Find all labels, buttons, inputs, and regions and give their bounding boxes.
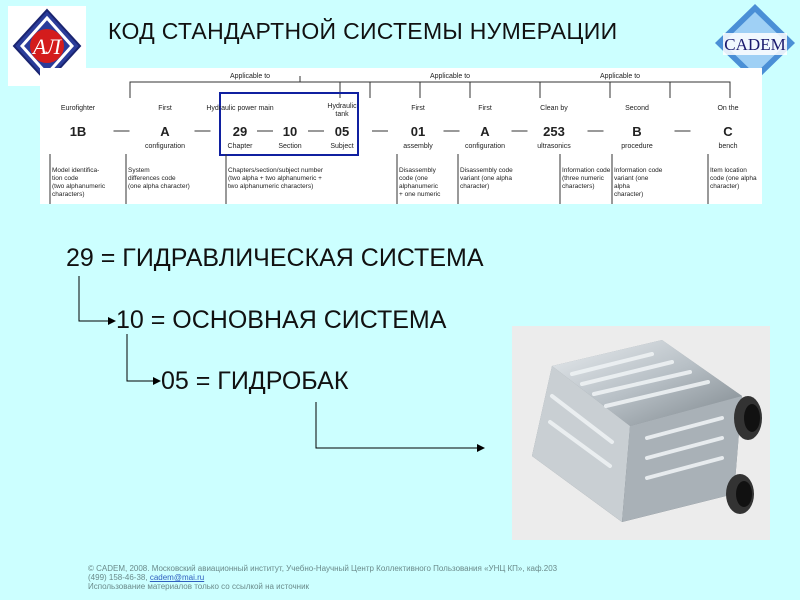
column-description: (two alphanumeric — [52, 183, 106, 190]
footer-phone: (499) 158-46-38, — [88, 573, 150, 582]
logo-right-text: CADEM — [724, 35, 785, 54]
column-description: Model identifica- — [52, 167, 99, 174]
column-top-label: Eurofighter — [61, 105, 96, 112]
column-code: C — [723, 124, 733, 139]
column-description: character) — [614, 191, 643, 198]
column-description: + one numeric — [399, 191, 441, 198]
footer-line-1: © CADEM, 2008. Московский авиационный ин… — [88, 564, 558, 573]
column-sub-label: configuration — [145, 143, 185, 150]
column-code: B — [632, 124, 641, 139]
column-description: (two alpha + two alphanumeric + — [228, 175, 322, 182]
column-sub-label: Chapter — [228, 143, 254, 150]
column-description: Information code — [614, 167, 663, 174]
column-top-label: tank — [335, 111, 349, 118]
line-main-system: 10 = ОСНОВНАЯ СИСТЕМА — [116, 306, 447, 334]
group-label: Applicable to — [600, 73, 640, 80]
arrow-1 — [78, 276, 116, 325]
column-top-label: First — [478, 105, 492, 112]
line-hydro-tank: 05 = ГИДРОБАК — [161, 367, 349, 395]
column-top-label: First — [158, 105, 172, 112]
column-top-label: Clean by — [540, 105, 568, 112]
column-description: two alphanumeric characters) — [228, 183, 313, 190]
highlight-box — [219, 92, 359, 156]
column-code: 10 — [283, 124, 297, 139]
column-description: differences code — [128, 175, 176, 182]
footer-copyright: © CADEM, 2008. Московский авиационный ин… — [88, 564, 557, 591]
arrow-2 — [126, 334, 161, 385]
column-description: Disassembly code — [460, 167, 513, 174]
column-top-label: First — [411, 105, 425, 112]
column-description: Item location — [710, 167, 747, 174]
column-sub-label: ultrasonics — [537, 143, 571, 150]
group-label: Applicable to — [430, 73, 470, 80]
column-top-label: Second — [625, 105, 649, 112]
column-description: characters) — [52, 191, 85, 198]
column-description: Information code — [562, 167, 611, 174]
arrow-3 — [315, 402, 485, 452]
column-description: (three numeric — [562, 175, 605, 182]
logo-left-text: АЛ — [31, 34, 62, 59]
footer-email-link[interactable]: cadem@mai.ru — [149, 573, 205, 582]
column-description: System — [128, 167, 150, 174]
column-description: code (one alpha — [710, 175, 757, 182]
cadem-logo: CADEM — [713, 2, 797, 84]
column-description: Disassembly — [399, 167, 437, 174]
column-code: 01 — [411, 124, 425, 139]
group-label: Applicable to — [230, 73, 270, 80]
column-description: alphanumeric — [399, 183, 439, 190]
column-description: alpha — [614, 183, 630, 190]
hydraulic-tank-photo — [512, 326, 770, 540]
column-sub-label: configuration — [465, 143, 505, 150]
column-description: Chapters/section/subject number — [228, 167, 324, 174]
column-description: code (one — [399, 175, 428, 182]
column-code: A — [480, 124, 490, 139]
column-sub-label: Subject — [330, 143, 353, 150]
column-sub-label: bench — [718, 143, 737, 150]
column-description: characters) — [562, 183, 595, 190]
column-sub-label: Section — [278, 143, 301, 150]
line-hydraulic-system: 29 = ГИДРАВЛИЧЕСКАЯ СИСТЕМА — [66, 244, 484, 272]
column-description: (one alpha character) — [128, 183, 190, 190]
column-top-label: Hydraulic — [327, 103, 357, 110]
column-description: variant (one alpha — [460, 175, 512, 182]
column-top-label: On the — [717, 105, 738, 112]
column-description: variant (one — [614, 175, 649, 182]
column-sub-label: assembly — [403, 143, 433, 150]
column-code: 29 — [233, 124, 247, 139]
footer-line-2: (499) 158-46-38, cadem@mai.ru — [88, 573, 557, 582]
column-description: tion code — [52, 175, 79, 182]
column-description: character) — [710, 183, 739, 190]
column-description: character) — [460, 183, 489, 190]
page-title: КОД СТАНДАРТНОЙ СИСТЕМЫ НУМЕРАЦИИ — [108, 18, 618, 44]
column-code: 253 — [543, 124, 565, 139]
column-code: 1B — [70, 124, 87, 139]
column-code: A — [160, 124, 170, 139]
column-top-label: Hydraulic power main — [206, 105, 273, 112]
column-sub-label: procedure — [621, 143, 653, 150]
footer-line-3: Использование материалов только со ссылк… — [88, 582, 310, 591]
column-code: 05 — [335, 124, 349, 139]
